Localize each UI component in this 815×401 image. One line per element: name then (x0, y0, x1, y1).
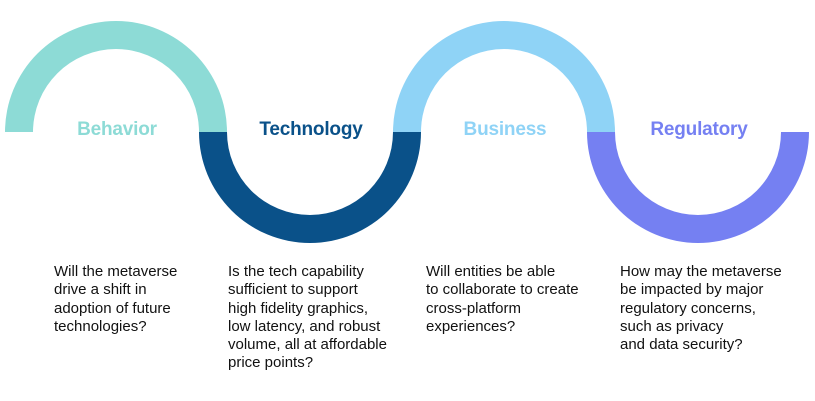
regulatory-label: Regulatory (650, 119, 748, 140)
regulatory-question: How may the metaverse be impacted by maj… (620, 263, 782, 354)
business-arc (393, 21, 615, 132)
business-label: Business (463, 119, 547, 140)
technology-arc (199, 132, 421, 243)
regulatory-arc (587, 132, 809, 243)
behavior-question: Will the metaverse drive a shift in adop… (54, 263, 178, 335)
behavior-label: Behavior (77, 119, 157, 140)
business-question: Will entities be able to collaborate to … (426, 263, 579, 335)
technology-question: Is the tech capability sufficient to sup… (228, 263, 387, 372)
technology-label: Technology (259, 119, 363, 140)
behavior-arc (5, 21, 227, 132)
